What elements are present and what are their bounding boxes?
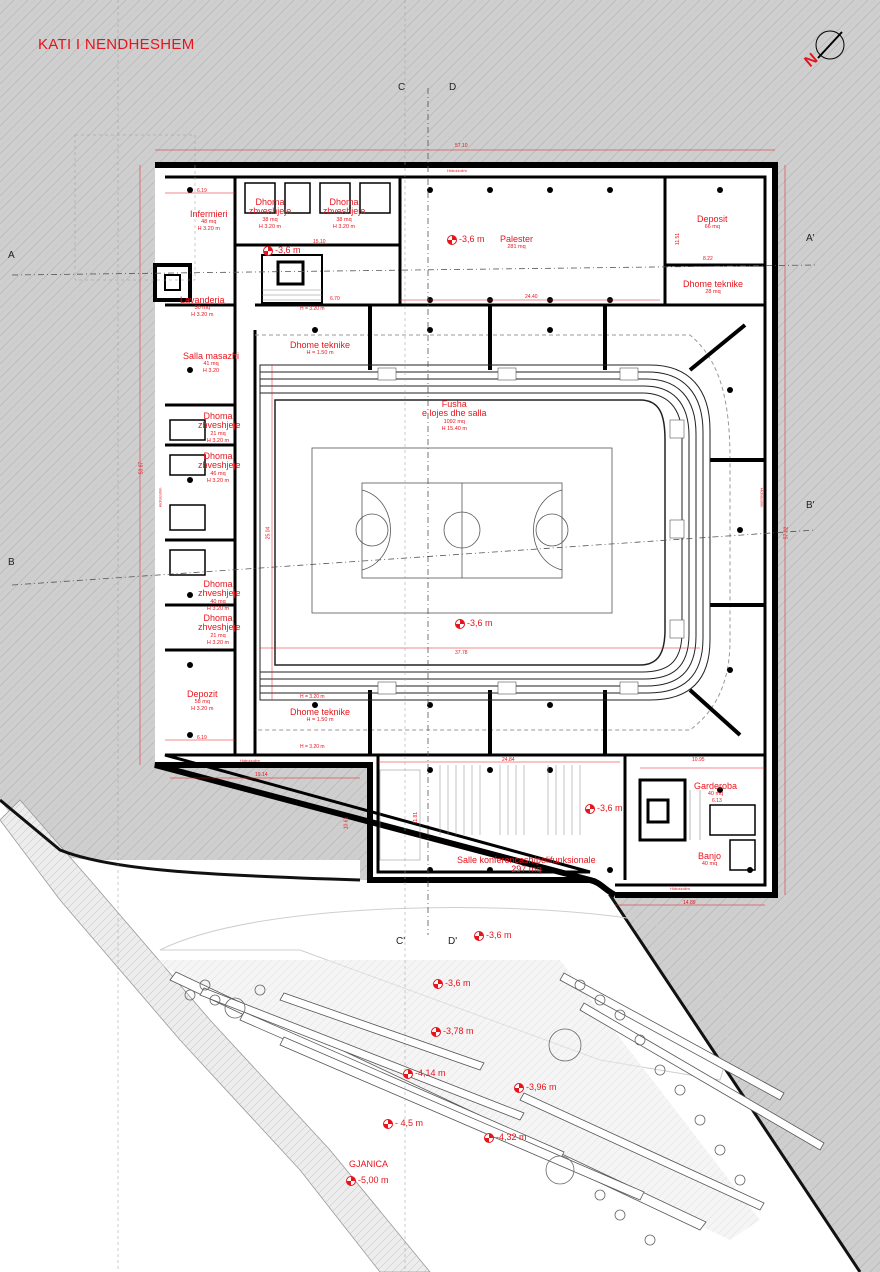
level-marker-icon [455, 618, 465, 629]
level-palester: -3,6 m [447, 234, 485, 245]
dim-left-width-2: 6.19 [197, 735, 207, 741]
level-marker-icon [447, 234, 457, 245]
section-d-prime: D' [448, 936, 458, 947]
dim-h-bottom: H = 3.20 m [300, 744, 325, 750]
plan-title: KATI I NENDHESHEM [38, 36, 195, 53]
level-marker-icon [383, 1118, 393, 1129]
dim-vert-total: 53.67 [138, 461, 145, 475]
level-marker-icon [433, 978, 443, 989]
level-ext1: -3,6 m [474, 930, 512, 941]
section-b-prime: B' [806, 500, 815, 511]
level-ext2: -3,6 m [433, 978, 471, 989]
level-ext7: -4,32 m [484, 1132, 527, 1143]
level-marker-icon [484, 1132, 494, 1143]
building-interior [155, 165, 775, 895]
level-marker-icon [346, 1175, 356, 1186]
level-marker-icon [431, 1026, 441, 1037]
dim-670: 6.70 [330, 296, 340, 302]
level-ext4: -4,14 m [403, 1068, 446, 1079]
level-corridor: -3,6 m [263, 245, 301, 256]
outer-wall [154, 162, 778, 898]
section-a-prime: A' [806, 233, 815, 244]
dim-salle-width: 24.84 [502, 757, 515, 763]
section-c-prime: C' [396, 936, 406, 947]
room-gjanica: GJANICA [349, 1159, 389, 1169]
wall-label-left: Hidroizolim [157, 487, 163, 508]
level-salle: -3,6 m [585, 803, 623, 814]
dim-lower-width: 19.14 [255, 772, 268, 778]
left-curb [0, 798, 361, 882]
dim-1061: 10.61 [343, 816, 350, 830]
dim-822: 8.22 [703, 256, 713, 262]
level-gjanica: -5,00 m [346, 1175, 389, 1186]
wall-label-bottom-right: Hidroizolim [670, 886, 690, 891]
right-road [598, 879, 862, 1272]
level-marker-icon [474, 930, 484, 941]
dim-vert-right: 57.02 [783, 526, 790, 540]
section-a: A [8, 250, 15, 261]
level-marker-icon [585, 803, 595, 814]
dim-garderoba-width: 10.95 [692, 757, 705, 763]
dim-field-height: 25.04 [265, 526, 272, 540]
dim-h-mid: H = 3.20 m [300, 694, 325, 700]
section-b: B [8, 557, 15, 568]
level-field: -3,6 m [455, 618, 493, 629]
level-marker-icon [403, 1068, 413, 1079]
wall-label-right: Hidroizolim [759, 487, 765, 508]
level-marker-icon [514, 1082, 524, 1093]
level-marker-icon [263, 245, 273, 256]
dim-field-width: 37.78 [455, 650, 468, 656]
dim-1151: 11.51 [675, 232, 682, 246]
dim-left-width: 6.19 [197, 188, 207, 194]
wall-label-top: Hidroizolim [447, 168, 467, 173]
level-ext6: - 4,5 m [383, 1118, 423, 1129]
dim-1510: 15.10 [313, 239, 326, 245]
level-ext5: -3,96 m [514, 1082, 557, 1093]
dim-1181: 11.81 [413, 811, 420, 825]
section-c: C [398, 82, 406, 93]
dim-613: 6.13 [712, 798, 722, 804]
wall-label-bottom-left: Hidroizolim [240, 758, 260, 763]
dim-right-low: 14.89 [683, 900, 696, 906]
dim-palester-width: 24.40 [525, 294, 538, 300]
section-d: D [449, 82, 457, 93]
plaza-outline [159, 907, 728, 1081]
north-arrow-icon [815, 30, 845, 60]
dim-total-width: 57.10 [455, 143, 468, 149]
dim-h-top: H = 3.20 m [300, 306, 325, 312]
level-ext3: -3,78 m [431, 1026, 474, 1037]
